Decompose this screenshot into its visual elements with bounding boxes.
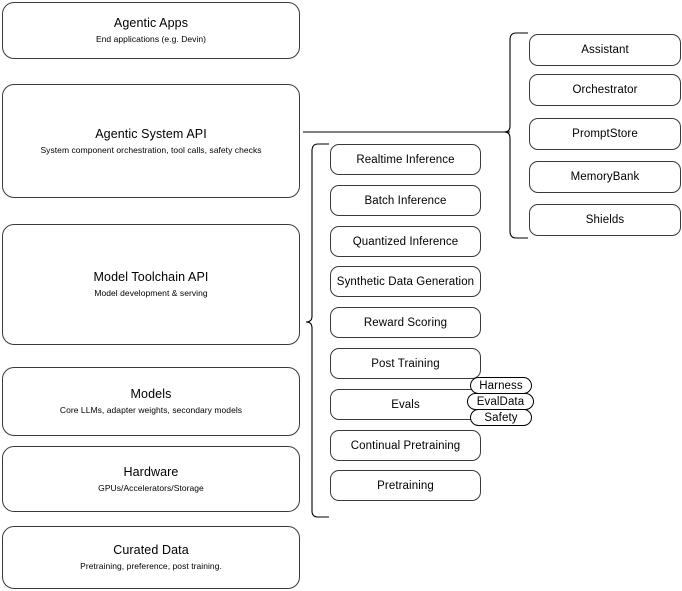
layer-subtitle: Core LLMs, adapter weights, secondary mo… xyxy=(59,405,243,415)
toolchain-capabilities-bracket xyxy=(305,143,329,518)
layer-title: Agentic Apps xyxy=(113,16,189,30)
component-promptstore[interactable]: PromptStore xyxy=(529,118,681,150)
layer-subtitle: End applications (e.g. Devin) xyxy=(95,34,207,44)
component-memorybank[interactable]: MemoryBank xyxy=(529,161,681,193)
layer-title: Agentic System API xyxy=(95,126,207,141)
evals-badge-harness[interactable]: Harness xyxy=(470,377,532,394)
layer-hardware[interactable]: Hardware GPUs/Accelerators/Storage xyxy=(2,446,300,512)
layer-subtitle: Pretraining, preference, post training. xyxy=(80,561,222,571)
capability-realtime-inference[interactable]: Realtime Inference xyxy=(330,144,481,175)
layer-subtitle: GPUs/Accelerators/Storage xyxy=(98,482,204,493)
capability-evals[interactable]: Evals xyxy=(330,389,481,420)
layer-title: Models xyxy=(130,387,172,401)
capability-batch-inference[interactable]: Batch Inference xyxy=(330,185,481,216)
capability-quantized-inference[interactable]: Quantized Inference xyxy=(330,226,481,257)
layer-agentic-apps[interactable]: Agentic Apps End applications (e.g. Devi… xyxy=(2,2,300,59)
component-orchestrator[interactable]: Orchestrator xyxy=(529,74,681,106)
layer-title: Hardware xyxy=(123,464,179,479)
layer-agentic-system-api[interactable]: Agentic System API System component orch… xyxy=(2,84,300,198)
layer-title: Curated Data xyxy=(113,543,189,557)
component-assistant[interactable]: Assistant xyxy=(529,34,681,66)
component-shields[interactable]: Shields xyxy=(529,204,681,236)
capability-reward-scoring[interactable]: Reward Scoring xyxy=(330,307,481,338)
layer-curated-data[interactable]: Curated Data Pretraining, preference, po… xyxy=(2,526,300,589)
capability-continual-pretraining[interactable]: Continual Pretraining xyxy=(330,430,481,461)
system-components-bracket xyxy=(503,32,528,239)
layer-models[interactable]: Models Core LLMs, adapter weights, secon… xyxy=(2,367,300,436)
capability-post-training[interactable]: Post Training xyxy=(330,348,481,379)
capability-synthetic-data-generation[interactable]: Synthetic Data Generation xyxy=(330,266,481,297)
layer-subtitle: System component orchestration, tool cal… xyxy=(40,144,262,155)
layer-model-toolchain-api[interactable]: Model Toolchain API Model development & … xyxy=(2,224,300,345)
layer-subtitle: Model development & serving xyxy=(94,288,208,298)
evals-badge-evaldata[interactable]: EvalData xyxy=(467,393,534,410)
layer-title: Model Toolchain API xyxy=(93,270,209,284)
evals-badge-safety[interactable]: Safety xyxy=(470,409,532,426)
capability-pretraining[interactable]: Pretraining xyxy=(330,470,481,501)
